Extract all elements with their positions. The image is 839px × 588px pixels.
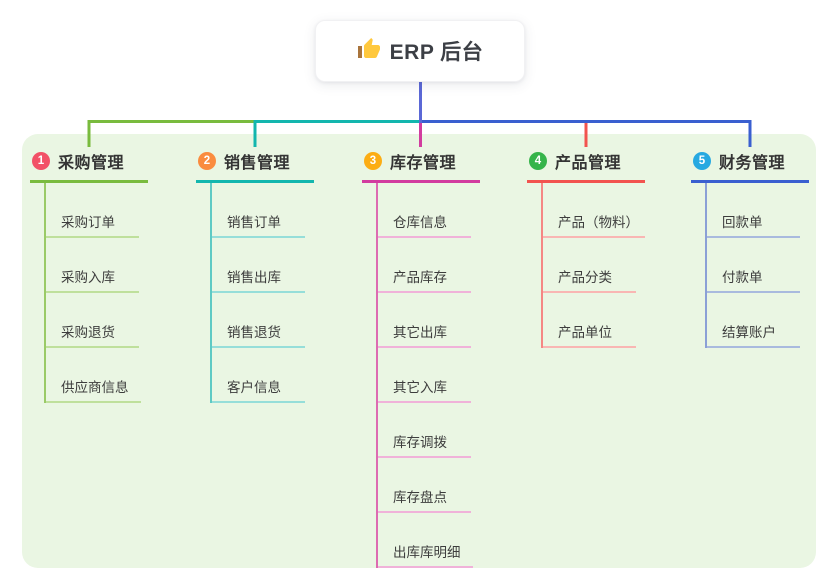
- root-node-erp[interactable]: ERP 后台: [315, 20, 525, 82]
- child-node: 回款单: [707, 183, 809, 238]
- child-node-label[interactable]: 销售订单: [212, 211, 305, 238]
- child-node: 产品库存: [378, 238, 480, 293]
- child-node-label[interactable]: 产品（物料）: [543, 211, 645, 238]
- branch-label: 销售管理: [224, 155, 291, 172]
- child-node: 其它入库: [378, 348, 480, 403]
- child-node-label[interactable]: 库存盘点: [378, 486, 471, 513]
- child-node: 仓库信息: [378, 183, 480, 238]
- thumbs-up-icon: [357, 37, 381, 66]
- child-node-label[interactable]: 产品单位: [543, 321, 636, 348]
- branch-children: 回款单付款单结算账户: [705, 183, 809, 348]
- child-node: 销售订单: [212, 183, 314, 238]
- child-node: 销售退货: [212, 293, 314, 348]
- branch-node-5: 5 财务管理 回款单付款单结算账户: [691, 146, 809, 348]
- child-node: 库存盘点: [378, 458, 480, 513]
- branch-node-4: 4 产品管理 产品（物料） 产品分类产品单位: [527, 146, 645, 348]
- child-node: 出库库明细: [378, 513, 480, 568]
- child-node: 结算账户: [707, 293, 809, 348]
- branch-number-badge: 1: [32, 152, 50, 170]
- branch-number-badge: 2: [198, 152, 216, 170]
- child-node-label[interactable]: 销售退货: [212, 321, 305, 348]
- branch-children: 产品（物料） 产品分类产品单位: [541, 183, 645, 348]
- branch-number-badge: 5: [693, 152, 711, 170]
- branch-label: 财务管理: [719, 155, 786, 172]
- child-node-label[interactable]: 销售出库: [212, 266, 305, 293]
- branch-node-3: 3 库存管理 仓库信息产品库存其它出库其它入库库存调拨库存盘点出库库明细: [362, 146, 480, 568]
- branches-background-panel: [22, 134, 816, 568]
- branch-title[interactable]: 3 库存管理: [362, 146, 480, 183]
- child-node-label[interactable]: 出库库明细: [378, 541, 473, 568]
- child-node-label[interactable]: 付款单: [707, 266, 800, 293]
- child-node: 产品（物料）: [543, 183, 645, 238]
- branch-title[interactable]: 2 销售管理: [196, 146, 314, 183]
- child-node: 采购入库: [46, 238, 148, 293]
- child-node-label[interactable]: 供应商信息: [46, 376, 141, 403]
- root-node-label: ERP 后台: [389, 41, 484, 64]
- branch-node-1: 1 采购管理 采购订单采购入库采购退货供应商信息: [30, 146, 148, 403]
- branch-title[interactable]: 5 财务管理: [691, 146, 809, 183]
- child-node-label[interactable]: 采购订单: [46, 211, 139, 238]
- child-node: 产品分类: [543, 238, 645, 293]
- child-node: 其它出库: [378, 293, 480, 348]
- branch-label: 产品管理: [555, 155, 622, 172]
- child-node-label[interactable]: 采购入库: [46, 266, 139, 293]
- child-node-label[interactable]: 回款单: [707, 211, 800, 238]
- child-node: 采购退货: [46, 293, 148, 348]
- branch-number-badge: 4: [529, 152, 547, 170]
- child-node-label[interactable]: 产品分类: [543, 266, 636, 293]
- child-node-label[interactable]: 客户信息: [212, 376, 305, 403]
- branch-label: 采购管理: [58, 155, 125, 172]
- branch-children: 销售订单销售出库销售退货客户信息: [210, 183, 314, 403]
- child-node: 客户信息: [212, 348, 314, 403]
- child-node-label[interactable]: 仓库信息: [378, 211, 471, 238]
- child-node-label[interactable]: 采购退货: [46, 321, 139, 348]
- child-node: 付款单: [707, 238, 809, 293]
- child-node-label[interactable]: 结算账户: [707, 321, 800, 348]
- branch-label: 库存管理: [390, 155, 457, 172]
- child-node-label[interactable]: 产品库存: [378, 266, 471, 293]
- branch-title[interactable]: 1 采购管理: [30, 146, 148, 183]
- child-node-label[interactable]: 其它入库: [378, 376, 471, 403]
- branch-title[interactable]: 4 产品管理: [527, 146, 645, 183]
- branch-node-2: 2 销售管理 销售订单销售出库销售退货客户信息: [196, 146, 314, 403]
- branch-children: 仓库信息产品库存其它出库其它入库库存调拨库存盘点出库库明细: [376, 183, 480, 568]
- child-node: 采购订单: [46, 183, 148, 238]
- branch-number-badge: 3: [364, 152, 382, 170]
- child-node-label[interactable]: 其它出库: [378, 321, 471, 348]
- child-node: 销售出库: [212, 238, 314, 293]
- child-node-label[interactable]: 库存调拨: [378, 431, 471, 458]
- child-node: 库存调拨: [378, 403, 480, 458]
- branch-children: 采购订单采购入库采购退货供应商信息: [44, 183, 148, 403]
- child-node: 产品单位: [543, 293, 645, 348]
- child-node: 供应商信息: [46, 348, 148, 403]
